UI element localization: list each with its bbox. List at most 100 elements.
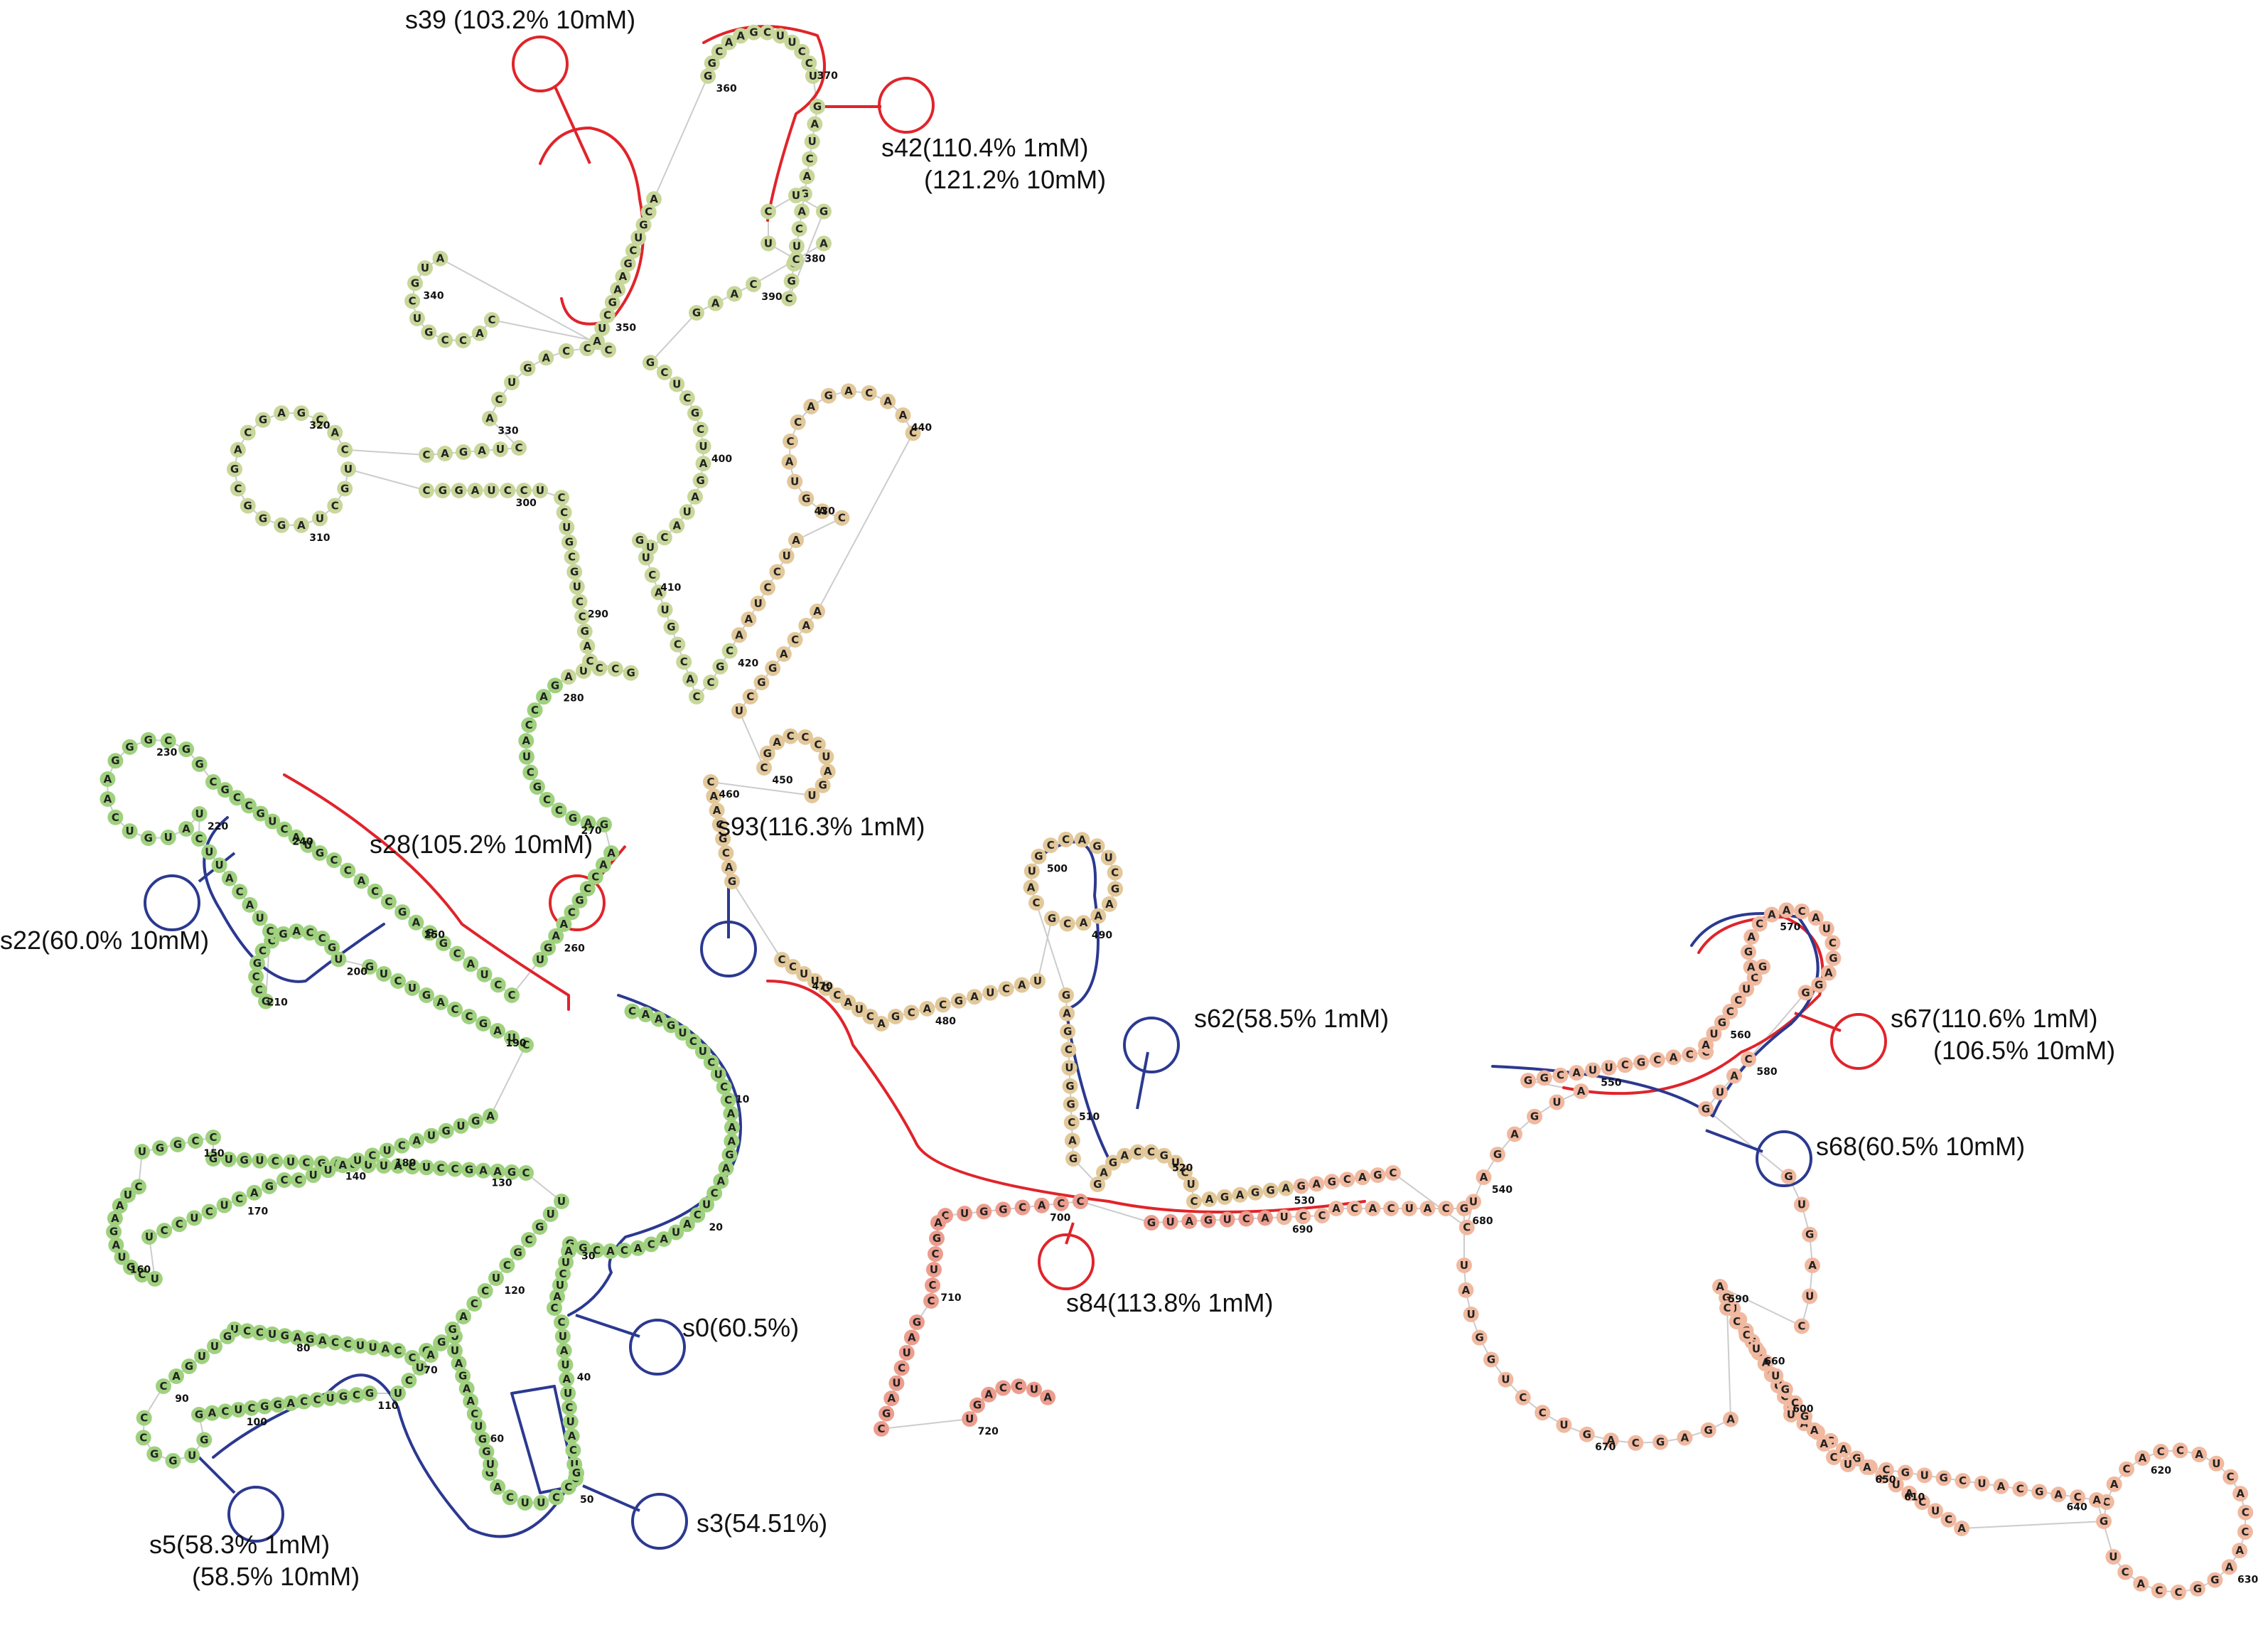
nucleotide-letter: A xyxy=(1043,1391,1052,1404)
nucleotide: C xyxy=(248,968,264,985)
nucleotide-letter: U xyxy=(421,262,429,274)
nucleotide-letter: A xyxy=(394,1159,402,1172)
position-label: 50 xyxy=(580,1494,594,1506)
nucleotide-letter: C xyxy=(1033,896,1041,909)
nucleotide-letter: C xyxy=(1190,1195,1198,1208)
nucleotide-letter: U xyxy=(164,831,173,844)
nucleotide: A xyxy=(930,1215,946,1231)
nucleotide: C xyxy=(587,869,603,885)
nucleotide-letter: U xyxy=(286,1156,295,1169)
nucleotide: U xyxy=(772,28,788,44)
nucleotide-letter: A xyxy=(716,1174,725,1187)
nucleotide-letter: U xyxy=(422,1161,431,1174)
nucleotide-letter: U xyxy=(536,484,544,497)
nucleotide-letter: U xyxy=(380,968,388,980)
nucleotide-letter: G xyxy=(265,1180,274,1193)
nucleotide-letter: A xyxy=(655,586,663,599)
annotation-line: s28(105.2% 10mM) xyxy=(370,830,593,859)
nucleotide-circle xyxy=(539,791,555,808)
nucleotide-circle xyxy=(367,883,383,899)
nucleotide: C xyxy=(312,412,328,428)
nucleotide-letter: U xyxy=(547,1208,555,1221)
nucleotide-letter: G xyxy=(635,534,644,547)
nucleotide: C xyxy=(589,1242,605,1258)
nucleotide: C xyxy=(1060,1041,1077,1058)
probe-outline xyxy=(539,127,645,326)
nucleotide-letter: C xyxy=(436,1162,444,1174)
nucleotide-letter: C xyxy=(628,1005,636,1018)
nucleotide-circle xyxy=(599,307,616,323)
nucleotide: U xyxy=(532,483,548,498)
nucleotide-letter: G xyxy=(1637,1056,1645,1069)
nucleotide-circle xyxy=(314,1333,330,1349)
nucleotide: U xyxy=(365,1339,381,1356)
nucleotide: G xyxy=(434,483,451,498)
nucleotide: C xyxy=(296,1393,312,1410)
nucleotide: C xyxy=(231,1191,247,1207)
nucleotide-letter: U xyxy=(1467,1308,1476,1321)
nucleotide-letter: G xyxy=(150,1447,158,1460)
nucleotide-letter: G xyxy=(813,100,822,113)
nucleotide: G xyxy=(950,992,967,1009)
nucleotide-letter: U xyxy=(678,1027,687,1039)
position-label: 190 xyxy=(505,1038,526,1049)
nucleotide-letter: U xyxy=(326,1392,335,1405)
nucleotide-letter: G xyxy=(572,1467,581,1479)
annotation-line: s5(58.3% 1mM) xyxy=(149,1530,330,1559)
nucleotide-letter: G xyxy=(279,928,287,940)
nucleotide-letter: C xyxy=(1744,1053,1752,1066)
nucleotide-letter: C xyxy=(191,1135,199,1147)
nucleotide-letter: A xyxy=(1462,1284,1471,1297)
nucleotide-letter: U xyxy=(323,1164,332,1177)
nucleotide-letter: C xyxy=(1621,1059,1629,1071)
nucleotide: G xyxy=(1293,1178,1309,1194)
nucleotide: G xyxy=(1044,910,1060,926)
annotation-label-s67: s67(110.6% 1mM)(106.5% 10mM) xyxy=(1891,1004,2115,1065)
nucleotide-circle xyxy=(364,1147,380,1164)
nucleotide: G xyxy=(274,517,290,533)
nucleotide: C xyxy=(461,1009,477,1024)
nucleotide: A xyxy=(788,532,804,548)
nucleotide-letter: C xyxy=(1726,1005,1734,1018)
nucleotide-letter: A xyxy=(564,670,573,683)
nucleotide-letter: C xyxy=(481,1285,489,1297)
nucleotide: C xyxy=(447,1161,463,1177)
nucleotide-circle xyxy=(602,1243,618,1259)
nucleotide-circle xyxy=(140,731,156,748)
nucleotide-letter: G xyxy=(1583,1428,1591,1441)
nucleotide: A xyxy=(204,1405,220,1421)
nucleotide-letter: C xyxy=(243,1324,251,1337)
nucleotide: C xyxy=(1535,1405,1551,1421)
nucleotide: G xyxy=(765,660,781,676)
nucleotide-circle xyxy=(231,1191,247,1207)
nucleotide-circle xyxy=(483,483,500,498)
nucleotide-letter: A xyxy=(111,1212,119,1225)
nucleotide-circle xyxy=(565,810,581,826)
nucleotide: A xyxy=(482,410,498,427)
nucleotide: C xyxy=(1552,1067,1569,1083)
nucleotide: A xyxy=(1778,902,1795,918)
nucleotide: G xyxy=(107,753,124,769)
nucleotide: U xyxy=(493,441,508,457)
nucleotide: G xyxy=(236,1152,252,1168)
annotation-line: s3(54.51%) xyxy=(697,1508,827,1538)
nucleotide-letter: A xyxy=(246,899,254,911)
nucleotide-letter: U xyxy=(1931,1504,1940,1517)
nucleotide-circle xyxy=(490,1163,505,1179)
nucleotide-letter: C xyxy=(353,1388,360,1401)
nucleotide-letter: G xyxy=(1147,1216,1156,1229)
nucleotide-circle xyxy=(510,1245,526,1260)
nucleotide-circle xyxy=(152,1140,168,1156)
nucleotide: C xyxy=(239,1323,255,1339)
nucleotide-letter: A xyxy=(1480,1171,1488,1184)
nucleotide-letter: C xyxy=(1343,1173,1351,1186)
nucleotide-letter: C xyxy=(2174,1586,2182,1599)
nucleotide: G xyxy=(798,491,815,507)
nucleotide-letter: U xyxy=(1552,1095,1561,1108)
nucleotide-circle xyxy=(761,235,777,252)
nucleotide-letter: C xyxy=(233,791,241,804)
position-label: 660 xyxy=(1764,1356,1785,1367)
nucleotide: G xyxy=(1897,1464,1913,1481)
nucleotide-letter: U xyxy=(309,1169,318,1181)
nucleotide: C xyxy=(685,1034,702,1050)
